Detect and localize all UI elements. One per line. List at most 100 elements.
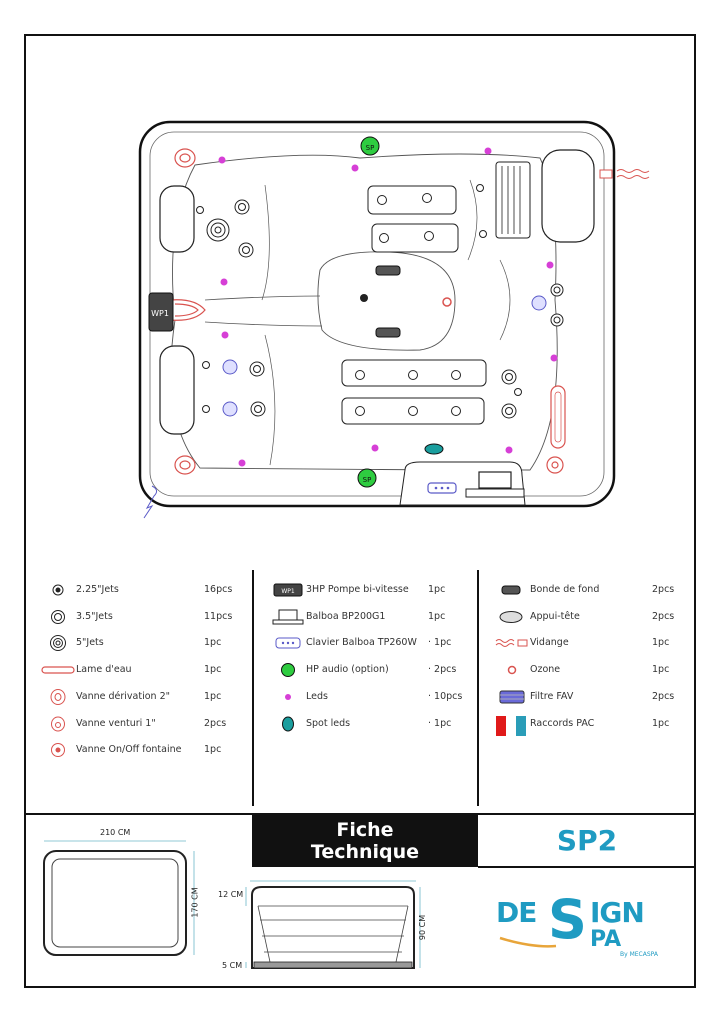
jet-35-icon: [40, 609, 76, 625]
svg-text:By MECASPA: By MECASPA: [620, 951, 659, 958]
pump-icon: WP1: [270, 582, 306, 598]
ozone-icon: [494, 662, 530, 678]
controller: [478, 471, 512, 489]
legend-item: Appui-tête 2pcs: [494, 607, 694, 627]
legend-quantity: 11pcs: [204, 610, 233, 622]
legend-label: Vidange: [530, 637, 569, 649]
legend-quantity: 1pc: [652, 717, 670, 729]
audio-icon: [270, 662, 306, 678]
jets-small: [196, 184, 522, 416]
legend-item: Clavier Balboa TP260W · 1pc: [270, 633, 470, 653]
footer-divider: [478, 866, 696, 868]
floor-drain: [375, 265, 401, 276]
jets-medium: [234, 199, 564, 419]
legend-item: Filtre FAV 2pcs: [494, 687, 694, 707]
filter-icon: [494, 689, 530, 705]
legend-label: Vanne dérivation 2": [76, 690, 170, 702]
legend-quantity: 2pcs: [652, 610, 675, 622]
legend-quantity: · 1pc: [428, 717, 452, 729]
legend-item: Spot leds · 1pc: [270, 714, 470, 734]
svg-text:S: S: [548, 888, 587, 951]
pump: [148, 292, 174, 332]
headrest: [159, 345, 195, 435]
legend-label: Spot leds: [306, 717, 351, 729]
legend-quantity: 1pc: [204, 664, 222, 676]
power-cable: [143, 485, 158, 519]
valves: [169, 148, 564, 475]
length-dimension: 210 CM: [100, 828, 131, 837]
legend-item: Vanne dérivation 2" 1pc: [40, 687, 250, 707]
legend-quantity: 1pc: [204, 637, 222, 649]
svg-text:IGN: IGN: [590, 896, 644, 929]
legend-label: HP audio (option): [306, 664, 389, 676]
legend-quantity: 1pc: [204, 690, 222, 702]
legend-item: Vanne On/Off fontaine 1pc: [40, 740, 250, 760]
legend-quantity: · 10pcs: [428, 690, 463, 702]
keypad-icon: [270, 635, 306, 651]
legend-item: Leds· 10pcs: [270, 687, 470, 707]
jet-225-icon: [40, 582, 76, 598]
design-spa-logo: DE S IGN PA By MECASPA: [496, 888, 659, 958]
tub-top-view: SP SP WP1: [138, 120, 650, 519]
svg-text:PA: PA: [590, 927, 621, 952]
model-name: SP2: [556, 824, 618, 857]
legend-label: 2.25"Jets: [76, 584, 119, 595]
top-rim-dimension: 12 CM: [218, 890, 244, 899]
legend-quantity: 2pcs: [652, 690, 675, 702]
legend-item: Vanne venturi 1"2pcs: [40, 714, 250, 734]
legend-quantity: 1pc: [428, 584, 446, 595]
legend-label: Balboa BP200G1: [306, 610, 386, 622]
legend-label: Vanne On/Off fontaine: [76, 744, 182, 756]
svg-text:DE: DE: [496, 896, 536, 929]
legend-quantity: 16pcs: [204, 584, 233, 595]
legend-label: Bonde de fond: [530, 584, 600, 595]
legend-label: Clavier Balboa TP260W: [306, 637, 417, 649]
legend-quantity: 2pcs: [652, 584, 675, 595]
legend-divider: [477, 570, 479, 806]
jet-5-inch: [206, 218, 230, 242]
title-block: Fiche Technique: [252, 815, 478, 867]
top-view-outline: [43, 850, 187, 956]
drainage-icon: [494, 635, 530, 651]
legend-quantity: 1pc: [428, 610, 446, 622]
legend-item: 2.25"Jets 16pcs: [40, 580, 250, 600]
legend-item: Balboa BP200G1 1pc: [270, 607, 470, 627]
legend-label: Raccords PAC: [530, 717, 595, 729]
svg-text:SP: SP: [366, 144, 375, 152]
suction-jet: [360, 294, 368, 302]
headrest-icon: [494, 609, 530, 625]
legend-quantity: · 1pc: [428, 637, 452, 649]
drain-icon: [494, 582, 530, 598]
legend-quantity: 2pcs: [204, 717, 227, 729]
page-frame: [24, 34, 696, 988]
legend-quantity: · 2pcs: [428, 664, 457, 676]
legend-label: 5"Jets: [76, 637, 104, 649]
legend-item: 5"Jets 1pc: [40, 633, 250, 653]
legend-quantity: 1pc: [204, 744, 222, 756]
leds: [218, 147, 558, 467]
width-dimension: 170 CM: [190, 887, 200, 918]
spot-led: [424, 443, 444, 455]
rotary-jets: [222, 295, 547, 417]
title-line-1: Fiche: [336, 819, 394, 841]
drainage: [599, 169, 613, 179]
lounger-grill: [495, 161, 531, 239]
controller-icon: [270, 609, 306, 625]
legend-item: HP audio (option) · 2pcs: [270, 660, 470, 680]
legend-label: Appui-tête: [530, 610, 580, 622]
venturi-valve-icon: [40, 716, 76, 732]
height-dimension: 90 CM: [418, 914, 428, 941]
jet-5-icon: [40, 635, 76, 652]
audio-speakers: SP SP: [357, 136, 380, 488]
spot-led-icon: [270, 716, 306, 732]
headrest: [159, 185, 195, 253]
pac-connector-icon: [494, 715, 530, 736]
legend-label: Filtre FAV: [530, 690, 574, 702]
